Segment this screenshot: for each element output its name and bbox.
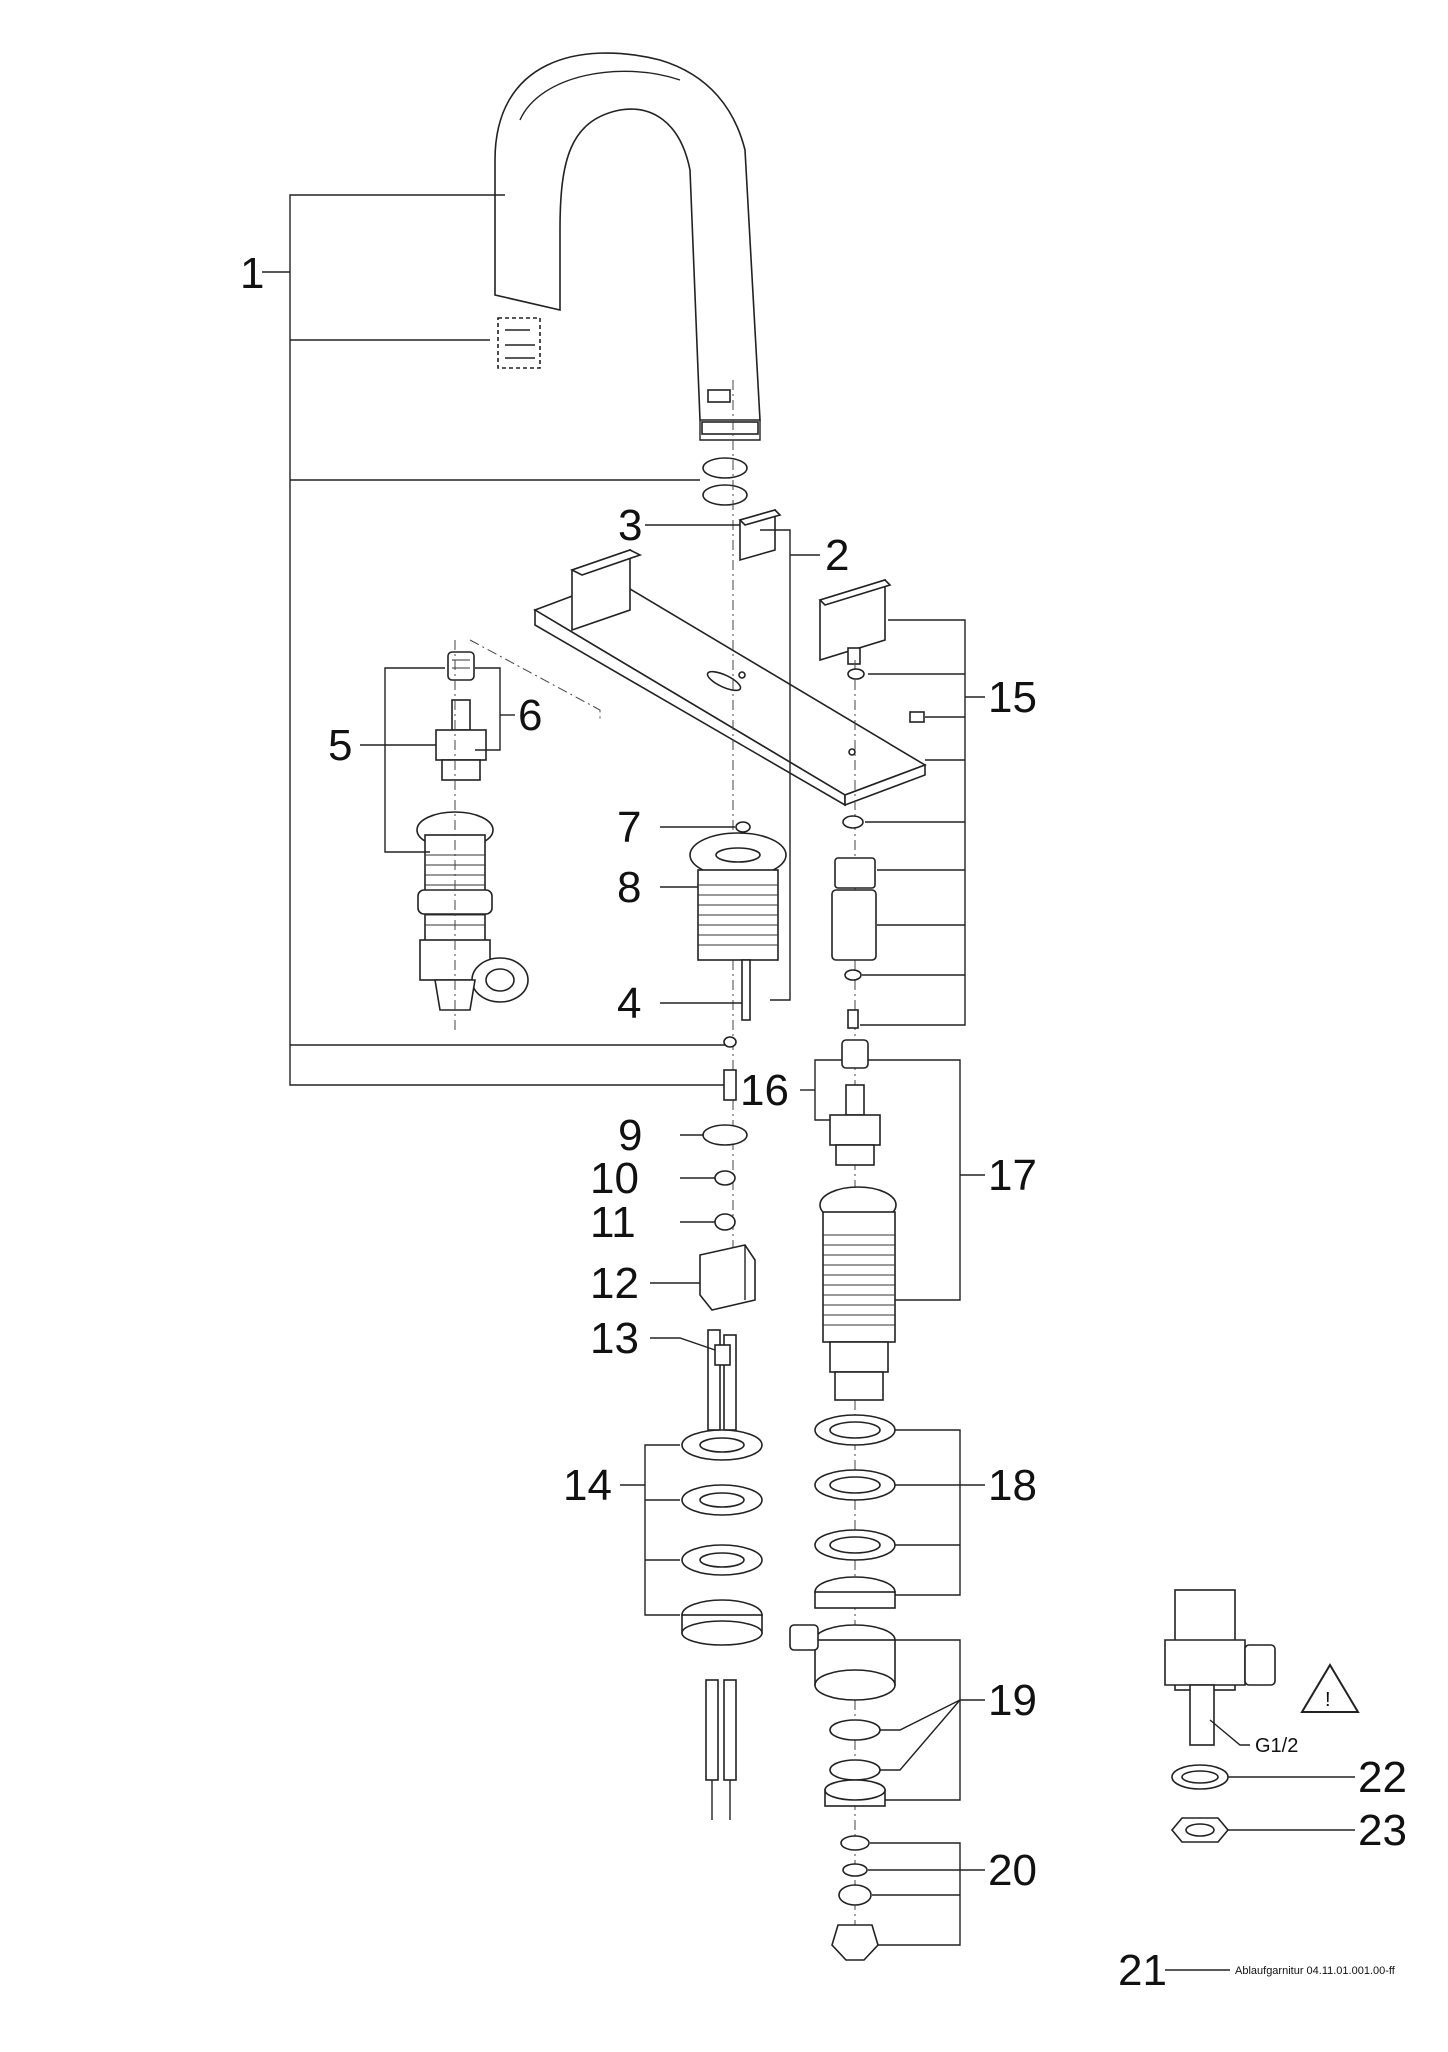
callout-2: 2	[825, 531, 849, 580]
center-stud	[723, 1069, 737, 1101]
o-ring-upper	[702, 457, 748, 479]
callout-15: 15	[988, 673, 1037, 722]
callout-4: 4	[617, 979, 641, 1028]
callout-11: 11	[590, 1198, 636, 1247]
warning-triangle-icon: !	[1300, 1663, 1360, 1713]
part-22-washer-inner	[1181, 1770, 1219, 1784]
callout-6: 6	[518, 691, 542, 740]
callout-17-bracket	[868, 1059, 985, 1301]
callout-18-bracket	[895, 1429, 985, 1596]
callout-23: 23	[1358, 1806, 1407, 1855]
callout-1: 1	[240, 249, 264, 298]
callout-3: 3	[618, 501, 642, 550]
left-handle-block	[569, 548, 643, 632]
thread-label: G1/2	[1255, 1735, 1298, 1757]
callout-13: 13	[590, 1314, 639, 1363]
callout-19-bracket	[880, 1639, 985, 1801]
part-15-washer-c	[844, 969, 862, 981]
part-3-cover-block	[738, 508, 782, 562]
part-15-washer-b	[842, 815, 864, 829]
supply-hoses	[705, 1679, 737, 1820]
callout-5: 5	[328, 721, 352, 770]
part-13-pipes	[707, 1329, 737, 1431]
callout-22: 22	[1358, 1753, 1407, 1802]
callout-9: 9	[618, 1111, 642, 1160]
callout-20: 20	[988, 1846, 1037, 1895]
callout-19: 19	[988, 1676, 1037, 1725]
thread-label-leader	[1209, 1719, 1250, 1746]
part-15-screw	[909, 711, 925, 723]
part-10-washer	[714, 1170, 736, 1186]
callout-16-bracket	[800, 1059, 842, 1121]
part-14-mount-set	[681, 1429, 763, 1646]
callout-21: 21	[1118, 1946, 1167, 1995]
part-4-rod	[741, 959, 751, 1021]
aerator-small-parts	[497, 317, 541, 369]
part-15-nut	[834, 857, 876, 889]
callout-15-bracket	[860, 619, 985, 1026]
footnote: Ablaufgarnitur 04.11.01.001.00-ff	[1235, 1965, 1396, 1977]
callout-8: 8	[617, 863, 641, 912]
callout-14: 14	[563, 1461, 612, 1510]
callout-10: 10	[590, 1154, 639, 1203]
warning-symbol: !	[1325, 1689, 1331, 1711]
center-small-nut	[723, 1036, 737, 1048]
part-9-ring	[702, 1124, 748, 1146]
callout-7: 7	[617, 803, 641, 852]
spout	[494, 52, 761, 441]
callout-12: 12	[590, 1259, 639, 1308]
part-15-pin	[847, 1009, 859, 1029]
right-valve-assembly	[819, 1039, 897, 1401]
part-15-washer-a	[847, 668, 865, 680]
part-20-fittings	[831, 1835, 879, 1961]
callout-20-bracket	[868, 1842, 985, 1946]
left-valve-assembly	[416, 651, 529, 1011]
base-plate	[533, 579, 927, 807]
detail-connector	[1164, 1589, 1276, 1746]
part-12-cap	[699, 1244, 756, 1311]
callout-17: 17	[988, 1151, 1037, 1200]
callout-13-leader	[650, 1337, 716, 1351]
part-11-nut	[714, 1213, 736, 1231]
part-8-threaded-sleeve	[689, 832, 787, 961]
callout-14-bracket	[644, 1444, 680, 1616]
callout-16: 16	[740, 1066, 789, 1115]
left-valve-dash-link	[469, 639, 601, 720]
part-23-nut	[1170, 1817, 1230, 1843]
callout-18: 18	[988, 1461, 1037, 1510]
o-ring-lower	[702, 484, 748, 506]
part-15-sleeve	[831, 889, 877, 961]
part-19-outlet-set	[789, 1624, 896, 1807]
part-7-washer	[735, 821, 751, 833]
callout-5-6-bracket	[360, 667, 515, 853]
right-handle-block	[818, 578, 892, 665]
callout-2-bracket	[760, 529, 791, 1001]
part-18-rings	[814, 1414, 896, 1609]
spout-logo-plate	[707, 389, 731, 403]
callout-1-bracket	[262, 194, 725, 1086]
